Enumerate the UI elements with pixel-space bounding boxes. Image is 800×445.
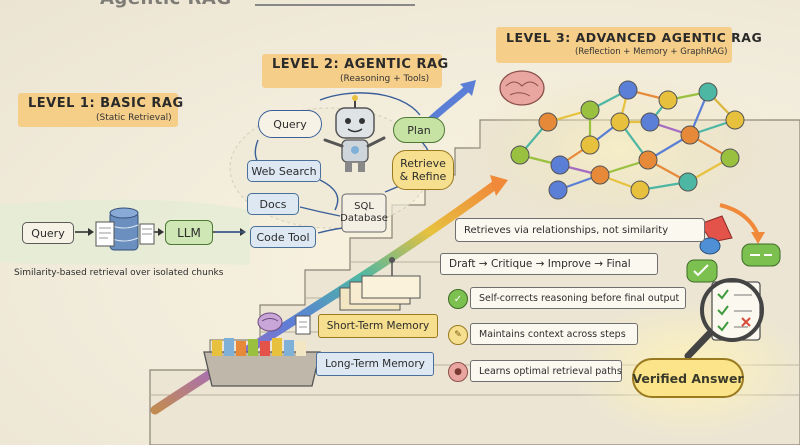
level3-banner: [496, 27, 732, 63]
level3-title: LEVEL 3: ADVANCED AGENTIC RAG: [506, 30, 763, 45]
level2-subtitle: (Reasoning + Tools): [340, 74, 430, 84]
check-icon: ✓: [448, 289, 468, 309]
chat-bubble-icon: [686, 215, 781, 283]
orange-arrow: [719, 203, 760, 236]
database-icon: [109, 207, 139, 251]
level1-query-box: Query: [22, 222, 74, 244]
level1-llm-box: LLM: [165, 220, 213, 245]
sql-database-label: SQL Database: [340, 201, 388, 224]
web-search-box: Web Search: [247, 160, 321, 182]
knowledge-graph-icon: [510, 80, 745, 200]
long-term-memory-label: Long-Term Memory: [316, 352, 434, 376]
file-box-icon: [203, 338, 321, 387]
robot-icon: [323, 95, 386, 172]
benefit-item-1: Self-corrects reasoning before final out…: [470, 287, 686, 309]
magnifier-icon: [684, 278, 764, 360]
level2-query-box: Query: [258, 110, 322, 138]
brain-icon-small: [257, 312, 283, 332]
pencil-icon: ✎: [448, 325, 468, 345]
retrieve-refine-box: Retrieve & Refine: [392, 150, 454, 190]
brain-icon: [499, 70, 545, 106]
verified-answer-badge: Verified Answer: [632, 358, 744, 398]
level2-banner: [262, 54, 442, 88]
docs-box: Docs: [247, 193, 299, 215]
progress-arrow-upper-head: [460, 80, 476, 96]
level1-caption: Similarity-based retrieval over isolated…: [14, 268, 224, 278]
level1-subtitle: (Static Retrieval): [96, 113, 172, 123]
document-icon-small: [295, 315, 311, 335]
level1-title: LEVEL 1: BASIC RAG: [28, 96, 184, 111]
code-tool-box: Code Tool: [250, 226, 316, 248]
sql-database-icon: [341, 193, 387, 233]
benefit-item-3: Learns optimal retrieval paths: [470, 360, 622, 382]
level1-banner: [18, 93, 178, 127]
progress-arrow-head: [490, 175, 508, 196]
title-underline: [255, 4, 415, 6]
short-term-card-stack: [339, 257, 421, 311]
brain-icon-list: ●: [448, 362, 468, 382]
plan-box: Plan: [393, 117, 445, 143]
level2-title: LEVEL 2: AGENTIC RAG: [272, 57, 449, 72]
progress-arrow-main: [150, 180, 500, 415]
document-icon: [95, 221, 155, 247]
relationships-note: Retrieves via relationships, not similar…: [455, 218, 705, 242]
benefit-item-2: Maintains context across steps: [470, 323, 638, 345]
reflection-flow: Draft → Critique → Improve → Final: [440, 253, 658, 275]
main-title: Agentic RAG: [100, 0, 232, 9]
short-term-memory-label: Short-Term Memory: [318, 314, 438, 338]
level3-subtitle: (Reflection + Memory + GraphRAG): [575, 47, 728, 57]
